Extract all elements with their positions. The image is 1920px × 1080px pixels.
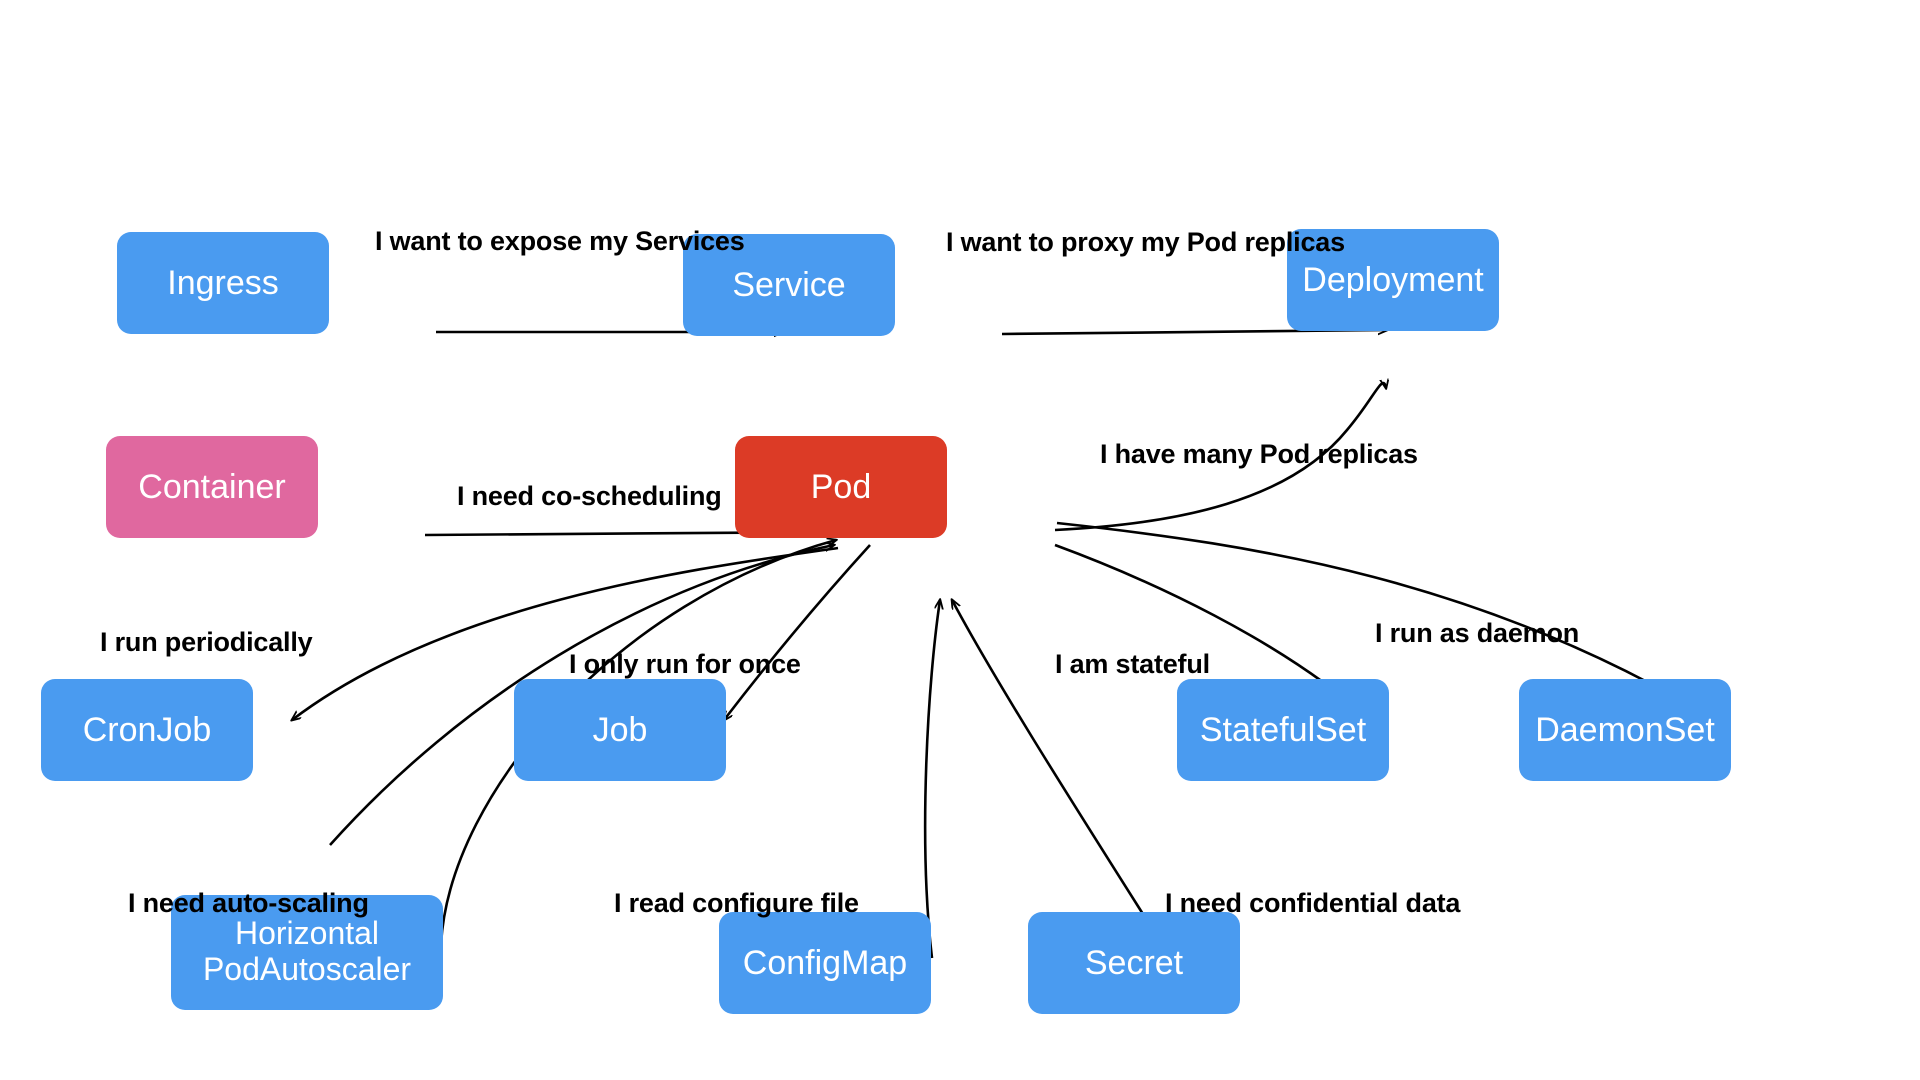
edge-configmap-to-pod [923,600,940,959]
edge-label-read-config: I read configure file [614,888,859,918]
node-ingress[interactable]: Ingress [117,232,329,334]
edge-label-run-once: I only run for once [569,649,801,679]
node-deployment[interactable]: Deployment [1287,229,1499,331]
node-pod[interactable]: Pod [735,436,947,538]
node-container[interactable]: Container [106,436,318,538]
edge-label-auto-scaling: I need auto-scaling [128,888,369,918]
node-daemonset[interactable]: DaemonSet [1519,679,1731,781]
edge-label-many-replicas: I have many Pod replicas [1100,439,1418,469]
edge-label-am-stateful: I am stateful [1055,649,1210,679]
edge-label-run-as-daemon: I run as daemon [1375,618,1580,648]
edge-pod-to-job [724,544,871,720]
node-job[interactable]: Job [514,679,726,781]
edge-label-run-periodically: I run periodically [100,627,313,657]
edge-label-co-scheduling: I need co-scheduling [457,481,722,511]
edge-label-expose-services: I want to expose my Services [375,226,745,256]
node-hpa[interactable]: Horizontal PodAutoscaler [171,894,443,1010]
node-cronjob[interactable]: CronJob [41,679,253,781]
edge-label-proxy-replicas: I want to proxy my Pod replicas [946,227,1345,257]
node-statefulset[interactable]: StatefulSet [1177,679,1389,781]
node-configmap[interactable]: ConfigMap [719,912,931,1014]
node-secret[interactable]: Secret [1028,912,1240,1014]
node-service[interactable]: Service [683,234,895,336]
edge-label-confidential: I need confidential data [1165,888,1461,918]
